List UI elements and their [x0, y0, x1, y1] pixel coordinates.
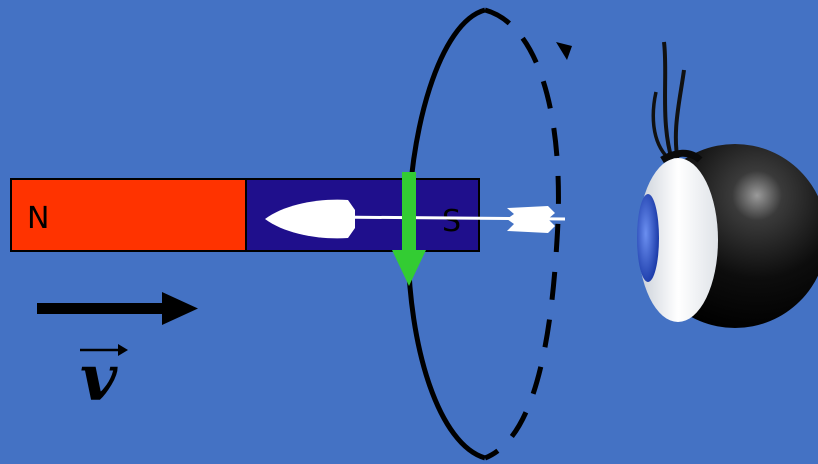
loop-back-half [484, 7, 561, 461]
velocity-vector-label: v [80, 341, 128, 416]
south-pole-label: S [442, 204, 461, 239]
velocity-label: v [80, 341, 118, 416]
white-arrow-pointer [265, 199, 566, 239]
loop-direction-arrowhead [556, 42, 572, 60]
velocity-arrow [37, 292, 198, 325]
north-pole-label: N [27, 201, 49, 236]
induced-field-arrow [392, 172, 426, 286]
magnet-north-pole [10, 178, 247, 252]
eye-icon [637, 41, 818, 328]
bar-magnet: N S [10, 178, 480, 252]
